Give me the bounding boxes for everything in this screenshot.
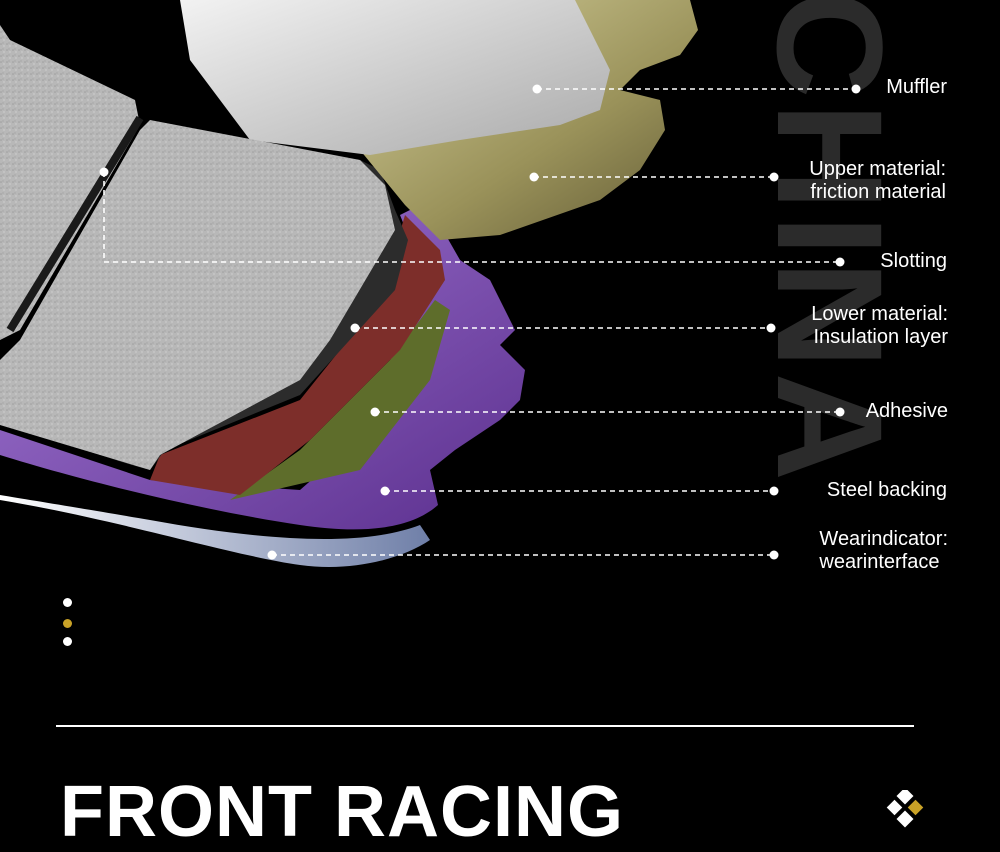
callout-dot: [769, 550, 779, 560]
callout-dot: [851, 84, 861, 94]
callout-dot: [529, 172, 539, 182]
callout-dot: [380, 486, 390, 496]
label-lower-line1: Lower material:: [811, 303, 948, 325]
callout-dot: [532, 84, 542, 94]
label-adhesive: Adhesive: [865, 400, 948, 422]
label-upper-line2: friction material: [810, 181, 946, 203]
callout-dot: [267, 550, 277, 560]
label-steel-backing: Steel backing: [826, 479, 947, 501]
brake-pad-layers-svg: [0, 0, 861, 568]
callout-lines: [103, 88, 856, 556]
callout-dot: [766, 323, 776, 333]
callout-dot: [370, 407, 380, 417]
pager-dot: [63, 637, 72, 646]
divider-line: [56, 725, 914, 727]
label-upper-line1: Upper material:: [809, 158, 946, 180]
wear-indicator-layer: [0, 495, 430, 568]
slot-groove: [6, 115, 144, 333]
callout-dots: [99, 84, 861, 560]
pager-dots: [63, 598, 75, 648]
label-muffler: Muffler: [886, 76, 947, 98]
callout-dot: [350, 323, 360, 333]
label-slotting: Slotting: [880, 250, 947, 272]
label-wear-indicator: Wearindicator: wearinterface: [819, 528, 948, 574]
friction-block-right: [0, 120, 395, 470]
callout-dot: [99, 167, 109, 177]
pager-dot-active: [63, 619, 72, 628]
pager-dot: [63, 598, 72, 607]
label-lower-material: Lower material: Insulation layer: [811, 303, 948, 349]
callout-dot: [769, 172, 779, 182]
callout-dot: [835, 257, 845, 267]
page-title: FRONT RACING: [60, 772, 624, 852]
label-wear-line2: wearinterface: [819, 551, 940, 573]
label-lower-line2: Insulation layer: [813, 326, 948, 348]
insulation-layer: [150, 215, 445, 495]
adhesive-layer: [230, 300, 450, 500]
friction-block-left: [0, 25, 140, 340]
callout-dot: [835, 407, 845, 417]
steel-backing-layer: [0, 205, 525, 530]
product-illustration: CHINA: [0, 0, 948, 852]
callout-dot: [769, 486, 779, 496]
label-wear-line1: Wearindicator:: [819, 528, 948, 550]
label-upper-material: Upper material: friction material: [809, 158, 946, 204]
callout-line-slotting: [103, 172, 840, 263]
diamond-logo-icon: [886, 790, 924, 828]
muffler-plate: [180, 0, 610, 155]
watermark-text: CHINA: [746, 0, 905, 485]
